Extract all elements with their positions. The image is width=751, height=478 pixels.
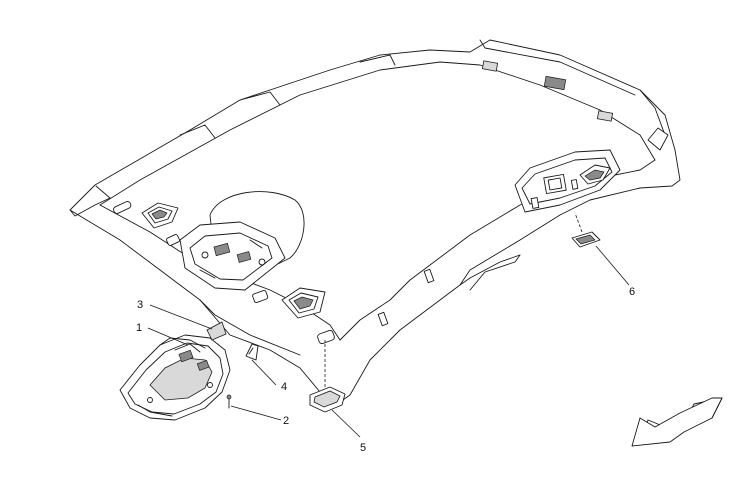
direction-arrow-icon [631,397,723,447]
callout-4: 4 [281,381,287,393]
part-2-screw [226,394,232,409]
callout-6: 6 [629,286,635,298]
rear-left-grab-recess [281,287,326,319]
callout-labels: 3 1 4 2 5 6 [136,286,635,454]
callout-1: 1 [136,322,142,334]
callout-3: 3 [137,299,143,311]
part-5-rear-reading-lamp [309,340,346,413]
headliner-clips [113,60,669,345]
rear-console-recess [514,149,621,213]
front-left-grab-recess [141,202,179,229]
callout-5: 5 [360,442,366,454]
callout-2: 2 [283,415,289,427]
leader-lines [147,245,630,438]
part-4-clip [245,343,259,361]
part-6-rear-courtesy-lamp [571,212,601,248]
part-1-front-roof-console [119,334,231,421]
front-console-recess [179,191,305,291]
part-3-bracket [206,321,227,341]
headliner-panel [69,39,681,403]
